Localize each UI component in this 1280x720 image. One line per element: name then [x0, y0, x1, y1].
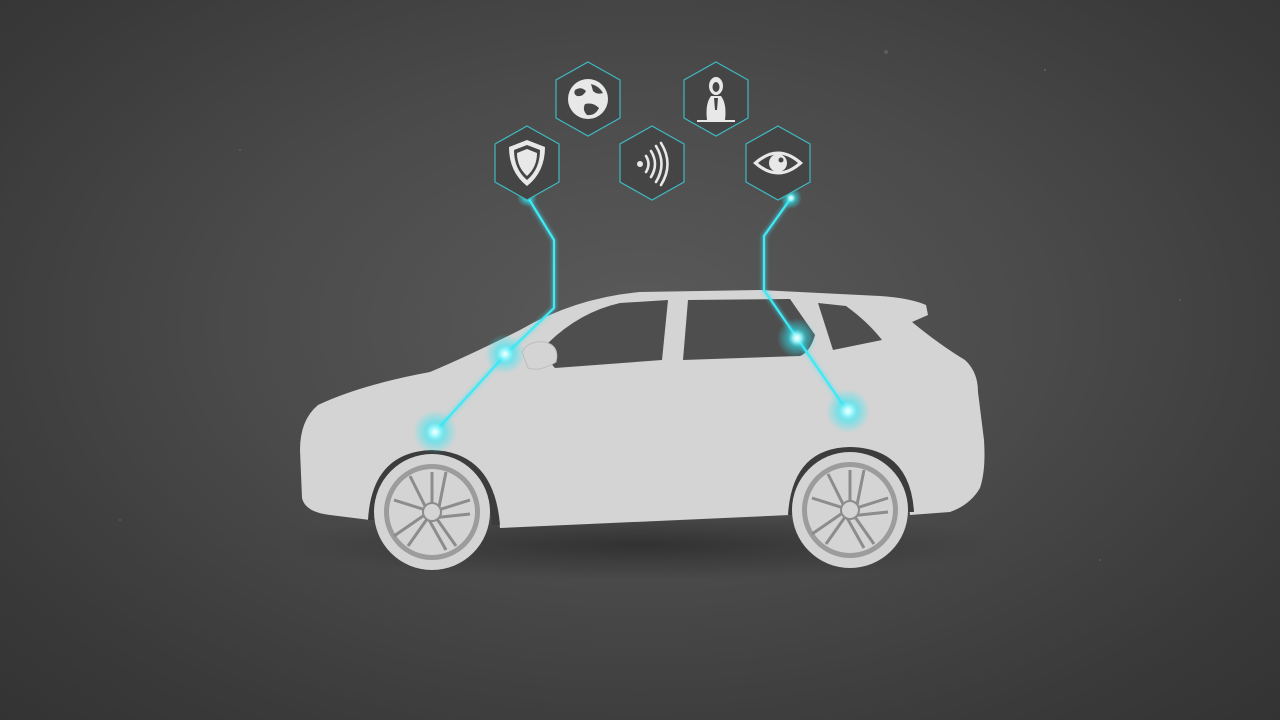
- globe-icon: [549, 60, 627, 138]
- side-mirror: [521, 341, 558, 370]
- front-wheel: [374, 454, 490, 570]
- wireless-signal-icon: [613, 124, 691, 202]
- glow-node: [485, 334, 525, 374]
- glow-node: [413, 410, 457, 454]
- background-specks: [119, 50, 1181, 561]
- shield-icon: [488, 124, 566, 202]
- eye-icon: [739, 124, 817, 202]
- left-connection-line: [434, 195, 556, 433]
- right-connection-line: [762, 197, 849, 413]
- rear-wheel: [792, 452, 908, 568]
- connection-lines: [434, 195, 849, 433]
- glow-node: [826, 389, 870, 433]
- person-icon: [677, 60, 755, 138]
- glow-node: [777, 318, 817, 358]
